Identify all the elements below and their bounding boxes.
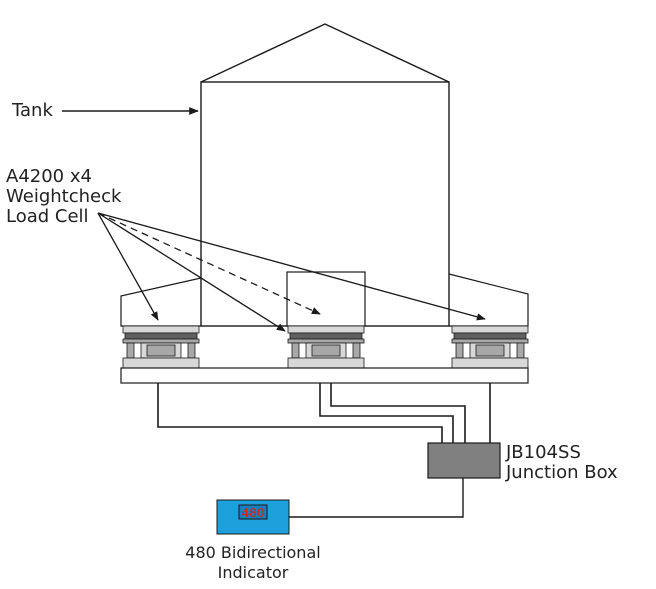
load-cell-group [122,325,529,369]
load-cell-center-disc [311,344,341,357]
junction-box-label-line2: Junction Box [505,462,618,483]
load-cell-flange [122,338,200,344]
load-cell-arrow-hidden [97,212,321,315]
load-cell-base-plate [122,357,200,369]
indicator-display-readout: 480 [242,506,265,520]
cable-indicator [289,478,464,518]
load-cell-label-line2: Weightcheck [6,186,122,207]
indicator-display-screen [238,504,268,520]
load-cell-arrow-center [97,212,286,332]
load-cell-arrow-left [97,212,159,321]
cable-center-1 [319,383,454,443]
junction-box-label-line1: JB104SS [505,442,581,463]
base-platform [120,367,529,384]
junction-box [427,442,501,479]
load-cell-label-line1: A4200 x4 [6,166,92,187]
load-cell-cap [124,332,198,340]
load-cell-left-post [455,342,464,359]
center-support-block [286,271,366,327]
left-leg-bracket [120,277,202,327]
load-cell-left-post [126,342,135,359]
load-cell-flange [451,338,529,344]
load-cell-right-post [352,342,361,359]
indicator-label-line2: Indicator [218,563,289,582]
tank-roof [200,23,450,83]
cable-left [157,383,443,443]
load-cell-3 [451,325,529,369]
load-cell-flange [287,338,365,344]
load-cell-cap [289,332,363,340]
load-cell-top-plate [451,325,529,334]
load-cell-base-plate [287,357,365,369]
right-leg-bracket [448,273,529,327]
load-cell-center-disc [146,344,176,357]
load-cell-right-post [187,342,196,359]
indicator-label-line1: 480 Bidirectional [185,543,320,562]
load-cell-top-plate [287,325,365,334]
cable-center-2 [330,383,466,443]
load-cell-base-plate [451,357,529,369]
load-cell-center-disc [475,344,505,357]
load-cell-label-line3: Load Cell [6,206,89,227]
load-cell-cap [453,332,527,340]
load-cell-right-post [516,342,525,359]
load-cell-top-plate [122,325,200,334]
tank-label: Tank [11,100,53,121]
load-cell-left-post [291,342,300,359]
load-cell-1 [122,325,200,369]
load-cell-arrow-right [97,212,486,321]
load-cell-2 [287,325,365,369]
